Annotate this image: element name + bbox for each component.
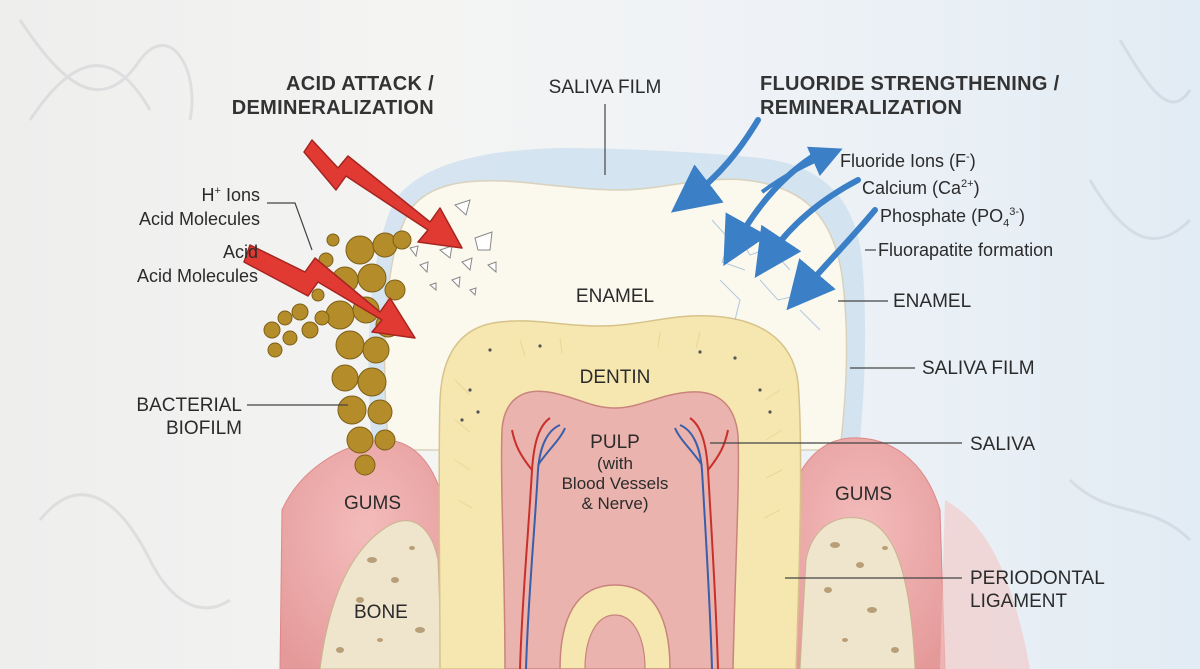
inner-pulp-arch <box>584 614 646 669</box>
fluoride-ions-label: Fluoride Ions (F-) <box>840 146 976 172</box>
acid-attack-heading-line1: ACID ATTACK / <box>286 73 434 95</box>
h-ions-suffix: Ions <box>220 185 260 205</box>
fluorapatite-label: Fluorapatite formation <box>878 240 1054 260</box>
fluoride-ions-suffix: ) <box>969 151 976 171</box>
fluoride-heading-line1: FLUORIDE STRENGTHENING / <box>760 73 1060 95</box>
bacterial-biofilm-line1: BACTERIAL <box>136 395 242 416</box>
acid-molecules-label-1: Acid Molecules <box>138 209 260 229</box>
phosphate-sup: 3- <box>1009 206 1019 218</box>
phosphate-label: Phosphate (PO43-) <box>880 201 1025 235</box>
periodontal-line2: LIGAMENT <box>970 591 1068 612</box>
enamel-label: ENAMEL <box>575 286 655 307</box>
calcium-suffix: ) <box>973 178 980 198</box>
background-decoration <box>18 19 1192 610</box>
pulp-line4: & Nerve) <box>581 494 649 513</box>
fluoride-heading-line2: REMINERALIZATION <box>760 97 963 119</box>
pulp-label: PULP (with Blood Vessels & Nerve) <box>540 432 690 514</box>
calcium-label: Calcium (Ca2+) <box>862 173 980 199</box>
bacterial-biofilm-line2: BIOFILM <box>165 418 242 439</box>
gums-left-label: GUMS <box>344 493 401 514</box>
pulp-line3: Blood Vessels <box>561 474 669 493</box>
h-ions-label: H+ Ions <box>130 180 260 206</box>
gums-right-label: GUMS <box>835 484 892 505</box>
bacterial-biofilm-label: BACTERIAL BIOFILM <box>100 394 242 440</box>
bone-left-shape <box>319 520 443 669</box>
periodontal-ligament-label: PERIODONTAL LIGAMENT <box>970 567 1105 613</box>
pulp-line2: (with <box>597 454 633 473</box>
fluoride-heading: FLUORIDE STRENGTHENING / REMINERALIZATIO… <box>760 72 1059 120</box>
acid-attack-heading-line2: DEMINERALIZATION <box>231 97 434 119</box>
calcium-prefix: Calcium (Ca <box>862 178 962 198</box>
h-ions-sup: + <box>214 185 221 197</box>
acid-arrow-icon <box>243 139 463 339</box>
acid-molecules-label-2: Acid Molecules <box>136 266 258 286</box>
dentin-dots <box>460 344 772 422</box>
acid-label: Acid <box>222 242 258 262</box>
bone-right-shape <box>799 517 916 669</box>
saliva-film-top-label: SALIVA FILM <box>548 77 662 98</box>
bone-label: BONE <box>354 602 408 623</box>
phosphate-prefix: Phosphate (PO <box>880 206 1004 226</box>
phosphate-suffix: ) <box>1018 206 1025 226</box>
periodontal-line1: PERIODONTAL <box>970 568 1105 589</box>
enamel-fragment-icon <box>409 199 497 297</box>
h-ions-prefix: H <box>201 185 215 205</box>
fluoride-ion-arrow <box>760 146 843 194</box>
dentin-label: DENTIN <box>579 367 651 388</box>
dentin-tubules <box>454 331 783 519</box>
enamel-right-label: ENAMEL <box>893 291 972 312</box>
acid-attack-heading: ACID ATTACK / DEMINERALIZATION <box>198 72 434 120</box>
saliva-label: SALIVA <box>970 434 1036 455</box>
saliva-film-right-label: SALIVA FILM <box>922 358 1035 379</box>
pulp-shape <box>500 390 740 669</box>
phosphate-sub: 4 <box>1003 217 1010 230</box>
pulp-line1: PULP <box>590 432 640 453</box>
blood-vessels <box>511 417 729 669</box>
leader-lines <box>247 104 962 579</box>
calcium-sup: 2+ <box>961 178 974 190</box>
fluoride-ions-prefix: Fluoride Ions (F <box>840 151 967 171</box>
fluoride-ions-sup: - <box>966 151 970 163</box>
bone-pores <box>336 542 899 653</box>
gum-fade-right <box>940 500 1030 669</box>
